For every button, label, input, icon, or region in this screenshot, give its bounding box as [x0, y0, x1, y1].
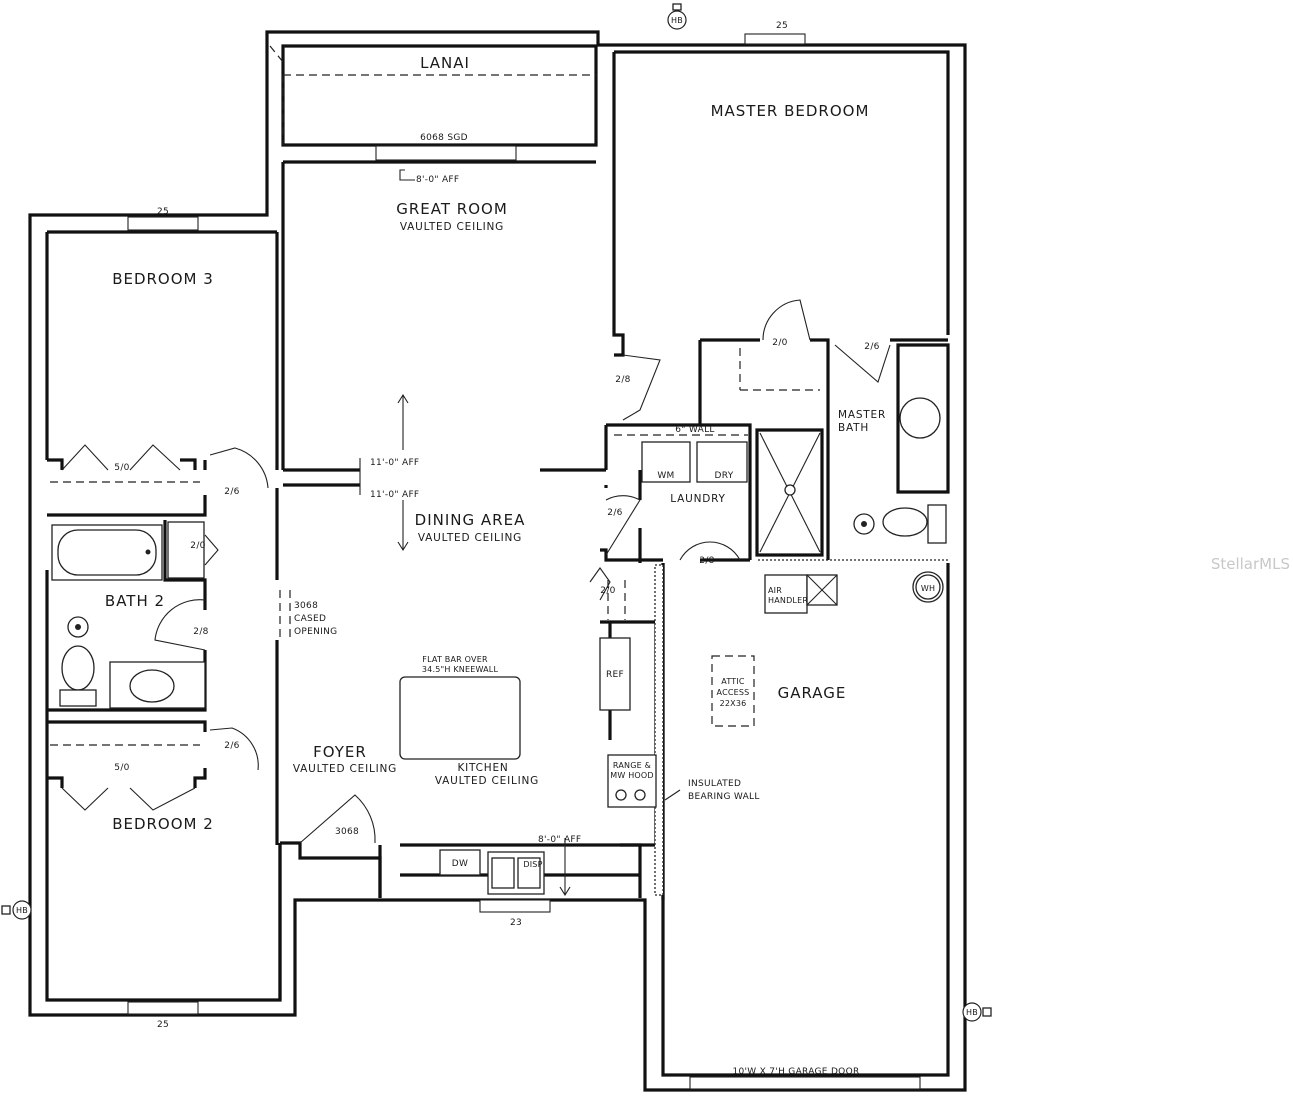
fixture-label-range-1: RANGE & [613, 761, 651, 770]
dim-door-laundry: 2/6 [607, 508, 622, 518]
dim-window-master-top: 25 [776, 21, 788, 31]
room-label-great-room: GREAT ROOM [396, 200, 508, 218]
hose-bib-label-left: HB [16, 906, 28, 915]
toilet-master [882, 507, 928, 537]
attic-access-3: 22X36 [720, 699, 747, 708]
fixture-label-range-2: MW HOOD [610, 771, 654, 780]
window-bedroom3 [127, 216, 199, 231]
fixture-label-air-1: AIR [768, 586, 782, 595]
room-label-bath2: BATH 2 [105, 592, 165, 610]
dim-door-front: 3068 [335, 827, 359, 837]
dim-aff-lower: 11'-0" AFF [370, 490, 419, 500]
dim-door-bath2-closet: 2/0 [190, 541, 205, 551]
range [607, 754, 657, 808]
room-label-dining-area: DINING AREA [415, 511, 526, 529]
window-sgd [375, 145, 517, 161]
fixture-label-wh: WH [921, 584, 935, 593]
dishwasher [439, 849, 481, 876]
hose-bib-top [667, 10, 687, 30]
flat-bar-1: FLAT BAR OVER [422, 655, 488, 664]
dining-ceiling: VAULTED CEILING [418, 532, 522, 544]
room-label-bedroom2: BEDROOM 2 [112, 815, 214, 833]
great-room-ceiling: VAULTED CEILING [400, 221, 504, 233]
kitchen-ceiling: VAULTED CEILING [435, 775, 539, 787]
room-label-kitchen: KITCHEN [457, 762, 508, 774]
dim-door-pantry: 2/0 [600, 586, 615, 596]
dim-door-bed3: 2/6 [224, 487, 239, 497]
dim-sgd: 6068 SGD [420, 133, 468, 143]
dryer [696, 441, 748, 483]
fixture-label-disp: DISP [523, 860, 542, 869]
hose-bibs [1, 3, 992, 1022]
lanai-dashed-outline [269, 45, 596, 145]
dim-window-bedroom2: 25 [157, 1020, 169, 1030]
dim-door-great: 2/8 [615, 375, 630, 385]
room-label-master-bedroom: MASTER BEDROOM [711, 102, 870, 120]
window-bedroom2 [127, 1001, 199, 1015]
kitchen-island [399, 676, 521, 760]
insulated-wall-1: INSULATED [688, 779, 741, 789]
foyer-ceiling: VAULTED CEILING [293, 763, 397, 775]
doors [61, 299, 891, 844]
room-label-master-bath-1: MASTER [838, 409, 886, 421]
room-label-lanai: LANAI [420, 54, 470, 72]
fixture-label-air-2: HANDLER [768, 596, 808, 605]
washing-machine [641, 441, 691, 483]
dim-door-master-bath: 2/6 [864, 342, 879, 352]
labels: LANAI MASTER BEDROOM GREAT ROOM VAULTED … [16, 16, 1290, 1077]
window-master-top [744, 33, 806, 45]
dim-window-bedroom3: 25 [157, 207, 169, 217]
dim-closet-lower: 5/0 [114, 763, 129, 773]
room-label-master-bath-2: BATH [838, 422, 869, 434]
insulated-wall-2: BEARING WALL [688, 792, 760, 802]
fixtures [51, 169, 947, 897]
hose-bib-right [962, 1002, 982, 1022]
window-kitchen [479, 899, 551, 913]
dim-aff-upper: 11'-0" AFF [370, 458, 419, 468]
fixture-label-wm: WM [657, 471, 674, 481]
refrigerator [599, 637, 631, 711]
windows [127, 33, 921, 1090]
attic-access-1: ATTIC [721, 677, 745, 686]
dim-door-master-closet: 2/0 [772, 338, 787, 348]
cased-opening-3: OPENING [294, 627, 337, 637]
sink-master [899, 397, 941, 439]
dim-door-laundry-garage: 2/8 [699, 556, 714, 566]
dim-kitchen-aff: 8'-0" AFF [538, 835, 581, 845]
attic-access [711, 655, 755, 727]
dim-sgd-aff: 8'-0" AFF [416, 175, 459, 185]
room-label-laundry: LAUNDRY [670, 493, 726, 505]
toilet-bath2 [61, 645, 95, 691]
cased-opening-1: 3068 [294, 601, 318, 611]
window-garage-door [689, 1076, 921, 1090]
garage-door-label: 10'W X 7'H GARAGE DOOR [732, 1067, 859, 1077]
fixture-label-ref: REF [606, 670, 624, 680]
dim-door-bed2: 2/6 [224, 741, 239, 751]
insulated-bearing-wall-hatch [654, 564, 664, 896]
fixture-label-dry: DRY [714, 471, 733, 481]
exterior-walls [28, 30, 967, 1092]
room-label-foyer: FOYER [313, 743, 367, 761]
dim-window-kitchen: 23 [510, 918, 522, 928]
flat-bar-2: 34.5"H KNEEWALL [422, 665, 499, 674]
cased-opening-2: CASED [294, 614, 326, 624]
attic-access-2: ACCESS [717, 688, 750, 697]
watermark: StellarMLS [1211, 555, 1290, 573]
dim-closet-upper: 5/0 [114, 463, 129, 473]
dim-door-bath2: 2/8 [193, 627, 208, 637]
dim-six-wall: 6" WALL [675, 425, 714, 435]
hose-bib-left [12, 900, 32, 920]
hose-bib-label-right: HB [966, 1008, 978, 1017]
hose-bib-label-top: HB [671, 16, 683, 25]
interior-walls [47, 232, 950, 1000]
room-label-bedroom3: BEDROOM 3 [112, 270, 214, 288]
fixture-label-dw: DW [452, 859, 468, 869]
room-label-garage: GARAGE [778, 684, 847, 702]
